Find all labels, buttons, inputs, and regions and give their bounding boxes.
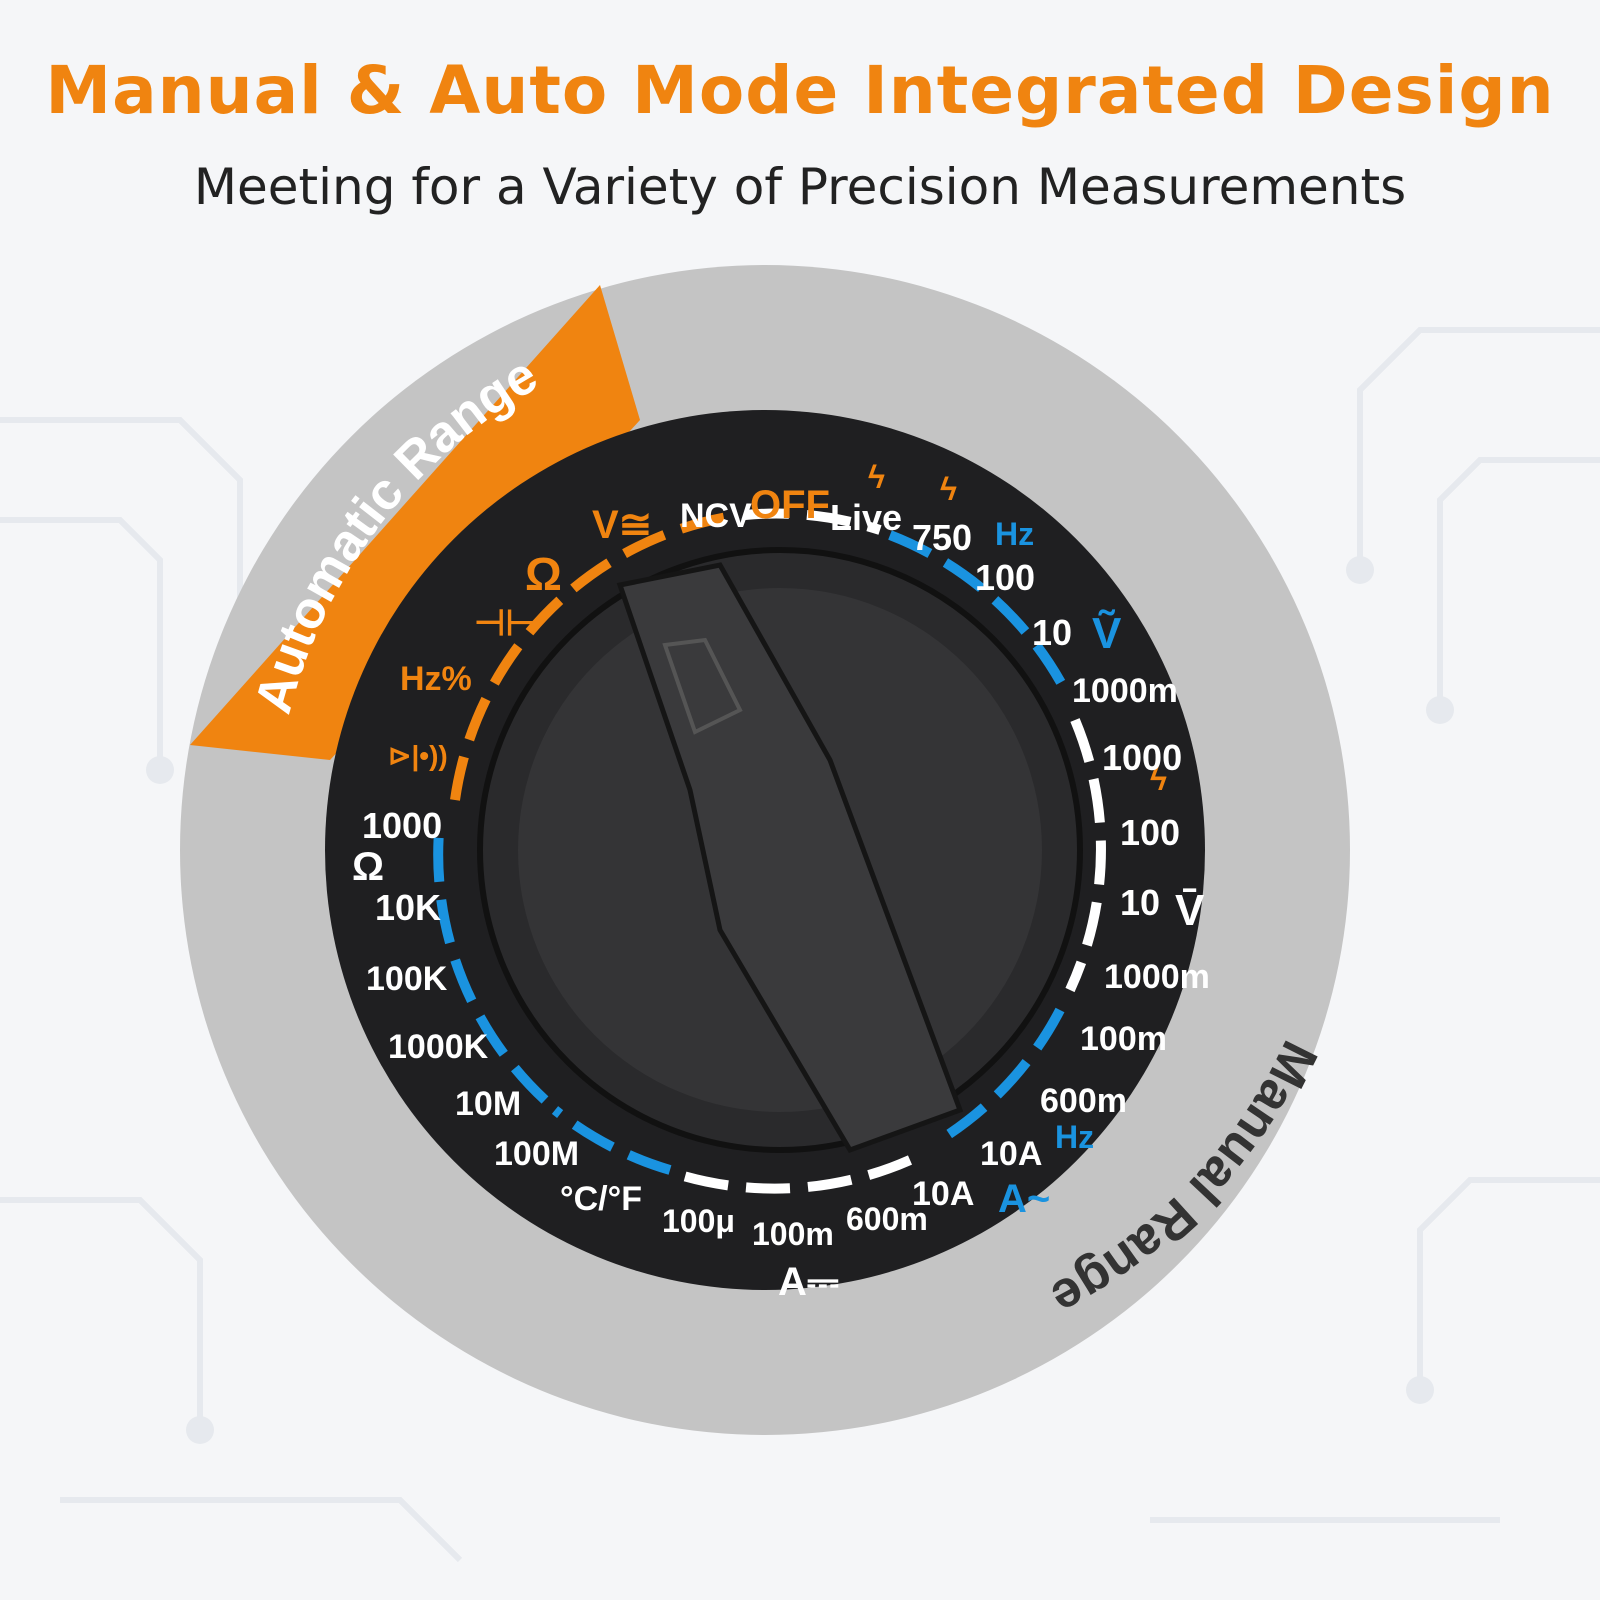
selector-pointer-icon[interactable] <box>616 562 964 1154</box>
vdc-warning-icon: ϟ <box>1150 761 1167 797</box>
adc-symbol: A⎓ <box>778 1260 839 1304</box>
vac-symbol: Ṽ <box>1092 608 1122 658</box>
automatic-range-sector <box>190 285 640 760</box>
manual-mode-labels: NCV Live 750 100 10 1000m 1000 100 10 V̄… <box>352 497 1210 1304</box>
label-vdc1000m[interactable]: 1000m <box>1104 958 1210 996</box>
v750-warning-icon: ϟ <box>940 471 957 507</box>
label-vdc100[interactable]: 100 <box>1120 812 1180 853</box>
label-v100[interactable]: 100 <box>975 557 1035 598</box>
label-hz-top[interactable]: Hz <box>995 516 1034 552</box>
label-r1000k[interactable]: 1000K <box>388 1028 489 1066</box>
label-a600m-b[interactable]: 600m <box>846 1201 928 1237</box>
auto-mode-labels: V≅ OFF Ω ⊣⊢ Hz% ⊳|•)) ϟ ϟ ϟ <box>388 459 1167 797</box>
label-vdc100m[interactable]: 100m <box>1080 1020 1167 1058</box>
label-vdc1000[interactable]: 1000 <box>1102 737 1182 778</box>
label-off[interactable]: OFF <box>750 483 830 527</box>
pointer-marker-icon <box>662 637 743 735</box>
label-r100k[interactable]: 100K <box>366 960 448 998</box>
label-a100m[interactable]: 100m <box>752 1216 834 1252</box>
aac-symbol: A~ <box>998 1177 1050 1221</box>
label-live[interactable]: Live <box>830 497 902 538</box>
label-capacitance[interactable]: ⊣⊢ <box>474 602 537 643</box>
label-hz-percent[interactable]: Hz% <box>400 660 472 698</box>
live-warning-icon: ϟ <box>868 459 885 495</box>
label-hz-right[interactable]: Hz <box>1055 1119 1094 1155</box>
label-10a[interactable]: 10A <box>912 1175 974 1213</box>
label-ncv[interactable]: NCV <box>680 497 752 535</box>
label-10a-right[interactable]: 10A <box>980 1135 1042 1173</box>
label-v10[interactable]: 10 <box>1032 612 1072 653</box>
page-title: Manual & Auto Mode Integrated Design <box>45 52 1555 129</box>
label-r100m[interactable]: 100M <box>494 1135 579 1173</box>
label-r1000[interactable]: 1000 <box>362 805 442 846</box>
label-diode-continuity[interactable]: ⊳|•)) <box>388 740 448 771</box>
label-a600m[interactable]: 600m <box>1040 1082 1127 1120</box>
label-r10m[interactable]: 10M <box>455 1085 521 1123</box>
label-v750[interactable]: 750 <box>912 517 972 558</box>
label-ohm-auto[interactable]: Ω <box>525 548 562 600</box>
label-a100u[interactable]: 100μ <box>662 1203 735 1239</box>
vdc-symbol: V̄ <box>1175 886 1205 935</box>
label-temperature[interactable]: °C/°F <box>560 1180 642 1218</box>
label-v-ac-dc[interactable]: V≅ <box>592 503 652 547</box>
range-indicator-ring <box>433 508 1106 1194</box>
frequency-labels: Hz Ṽ Hz A~ <box>995 516 1122 1221</box>
label-v1000m[interactable]: 1000m <box>1072 672 1178 710</box>
label-vdc10[interactable]: 10 <box>1120 882 1160 923</box>
label-r10k[interactable]: 10K <box>375 887 441 928</box>
ohm-manual-symbol: Ω <box>352 845 384 889</box>
page-subtitle: Meeting for a Variety of Precision Measu… <box>193 158 1407 216</box>
